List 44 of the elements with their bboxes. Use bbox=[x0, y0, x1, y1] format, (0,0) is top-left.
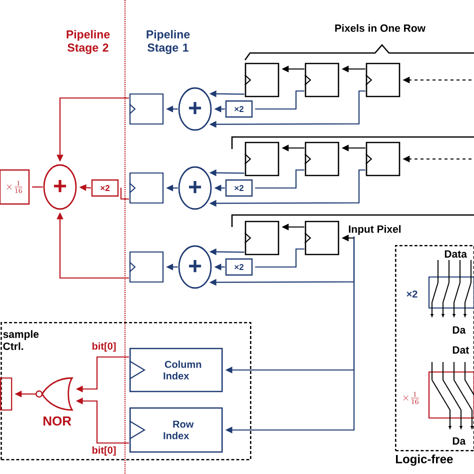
output-box bbox=[0, 377, 12, 411]
register bbox=[129, 93, 164, 125]
label-text: Dat bbox=[452, 346, 469, 354]
counter-box: Column Index bbox=[129, 348, 223, 392]
node-label: Logic-free bbox=[396, 454, 453, 466]
adder: + bbox=[178, 245, 212, 289]
label-text: Da bbox=[452, 326, 466, 334]
multiplier-box: ×2 bbox=[225, 100, 253, 118]
register bbox=[129, 251, 164, 283]
multiplier-box: ×2 bbox=[225, 179, 253, 197]
label-text: $\times\frac{1}{16}$ bbox=[403, 392, 419, 404]
adder: + bbox=[43, 164, 77, 210]
bus-box bbox=[428, 276, 474, 309]
label-text: Pixels in One Row bbox=[335, 24, 426, 32]
wire bbox=[255, 90, 304, 110]
flip-flop bbox=[304, 142, 340, 176]
flip-flop bbox=[304, 62, 340, 98]
flip-flop bbox=[365, 62, 400, 98]
gate-label: NOR bbox=[44, 416, 72, 426]
counter-box: Row Index bbox=[129, 407, 223, 453]
input-label: Input Pixel bbox=[348, 225, 401, 235]
wire bbox=[32, 186, 43, 188]
wire bbox=[120, 187, 129, 200]
edge-label: bit[0] bbox=[90, 445, 118, 457]
label-text: Data bbox=[444, 250, 468, 258]
adder: + bbox=[178, 166, 212, 210]
label-text: Pipeline Stage 2 bbox=[66, 30, 110, 54]
label-text: ×2 bbox=[406, 290, 418, 298]
wire bbox=[255, 169, 304, 189]
flip-flop bbox=[365, 142, 400, 176]
register bbox=[129, 172, 164, 204]
multiplier-box: $\times\frac{1}{16}$ bbox=[0, 169, 30, 205]
flip-flop bbox=[244, 62, 280, 98]
multiplier-box: ×2 bbox=[91, 179, 119, 197]
edge-label: bit[0] bbox=[90, 341, 118, 353]
bus-box bbox=[428, 371, 474, 419]
label-text: Da bbox=[452, 437, 466, 445]
multiplier-box: ×2 bbox=[225, 258, 253, 276]
flip-flop bbox=[304, 220, 340, 256]
flip-flop bbox=[244, 142, 280, 176]
wire bbox=[255, 248, 304, 268]
adder: + bbox=[178, 87, 212, 131]
label-text: Pipeline Stage 1 bbox=[146, 30, 190, 54]
flip-flop bbox=[244, 220, 280, 256]
